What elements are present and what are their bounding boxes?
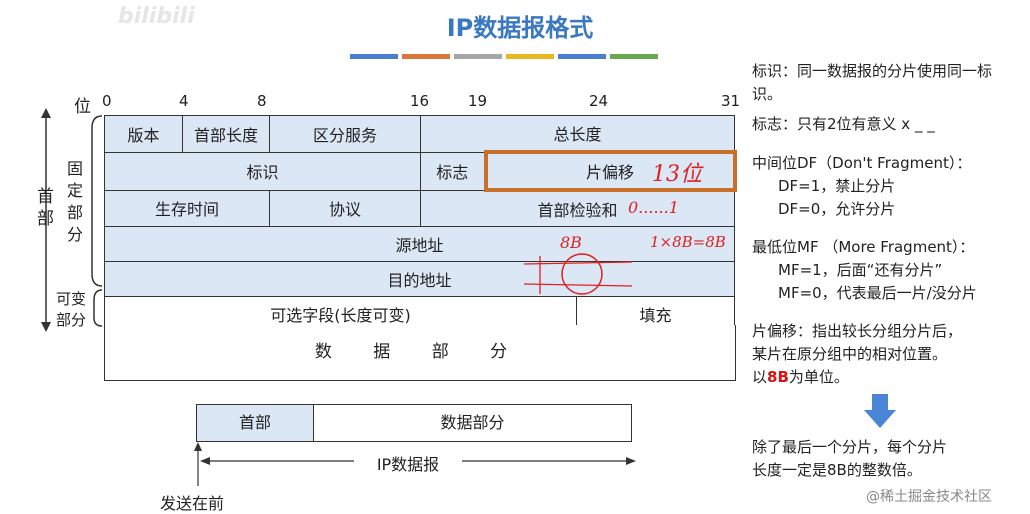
bit-label: 8 — [257, 92, 267, 110]
arrow-up-icon — [41, 108, 51, 118]
bit-label: 4 — [179, 92, 189, 110]
send-first-label: 发送在前 — [160, 494, 225, 513]
note-identification: 标识：同一数据报的分片使用同一标识。 — [752, 62, 993, 103]
arrow-left-icon — [200, 457, 210, 465]
page-title: IP数据报格式 — [446, 14, 594, 42]
field-header-length: 首部长度 — [182, 115, 270, 153]
fixed-brace — [91, 115, 103, 287]
data-part: 数 据 部 分 — [104, 325, 736, 381]
side-label-header: 首部 — [37, 187, 54, 229]
field-source-address: 源地址 — [103, 226, 736, 262]
field-total-length: 总长度 — [419, 115, 736, 153]
field-diff-services: 区分服务 — [269, 115, 421, 153]
note-mf0: MF=0，代表最后一片/没分片 — [778, 284, 977, 302]
color-bar — [454, 54, 502, 59]
bit-label: 16 — [410, 92, 430, 110]
fixed-char: 定 — [67, 181, 84, 200]
field-checksum: 首部检验和 — [419, 189, 736, 227]
note-conclusion-b: 长度一定是8B的整数倍。 — [752, 461, 922, 479]
side-label-variable: 可变部分 — [56, 290, 87, 329]
bit-label: 0 — [102, 92, 112, 110]
bit-label: 19 — [468, 92, 488, 110]
packet-label: IP数据报 — [376, 455, 440, 474]
field-flags: 标志 — [420, 151, 486, 191]
variable-brace — [93, 289, 103, 327]
handwritten-offset-note: 13位 — [652, 162, 702, 187]
note-offset-c: 以8B为单位。 — [752, 366, 849, 389]
offset-c-pre: 以 — [752, 368, 768, 386]
arrow-right-icon — [626, 457, 636, 465]
fixed-char: 固 — [67, 159, 84, 178]
field-ttl: 生存时间 — [104, 189, 270, 227]
packet-header-box: 首部 — [196, 404, 314, 442]
note-df1: DF=1，禁止分片 — [778, 177, 896, 195]
color-bar — [402, 54, 450, 59]
side-brackets — [41, 108, 103, 332]
note-df0: DF=0，允许分片 — [778, 200, 896, 218]
fixed-char: 部 — [67, 203, 84, 222]
note-df-title: 中间位DF（Don't Fragment）： — [752, 154, 972, 172]
watermark-bottom: @稀土掘金技术社区 — [866, 489, 992, 505]
note-offset-b: 某片在原分组中的相对位置。 — [752, 345, 948, 363]
handwritten-scribble — [523, 253, 633, 295]
side-label-fixed: 固 定 部 分 — [67, 158, 85, 246]
note-conclusion-a: 除了最后一个分片，每个分片 — [752, 438, 948, 456]
note-mf-title: 最低位MF （More Fragment）： — [752, 238, 975, 256]
handwritten-calc-note: 1×8B=8B — [650, 233, 726, 251]
field-protocol: 协议 — [269, 189, 421, 227]
field-identification: 标识 — [104, 151, 421, 191]
bit-label: 31 — [721, 92, 741, 110]
ip-header-table: 版本 首部长度 区分服务 总长度 标识 标志 片偏移 生存时间 协议 首部检验和… — [103, 115, 737, 332]
fixed-char: 分 — [67, 225, 84, 244]
handwritten-checksum-note: 0......1 — [628, 198, 679, 217]
handwritten-src-note: 8B — [560, 233, 582, 252]
bit-label: 24 — [589, 92, 609, 110]
watermark-top: bilibili — [118, 4, 195, 29]
color-bar — [610, 54, 658, 59]
arrow-down-icon — [41, 322, 51, 332]
note-offset-a: 片偏移：指出较长分组分片后， — [752, 322, 963, 340]
field-fragment-offset: 片偏移 — [483, 150, 737, 192]
color-bar — [506, 54, 554, 59]
packet-arrows — [194, 442, 636, 486]
color-bar — [558, 54, 606, 59]
bit-prefix: 位 — [74, 97, 91, 117]
note-flags: 标志：只有2位有意义 x _ _ — [752, 115, 935, 133]
offset-unit: 8B — [767, 368, 789, 386]
arrow-up-icon — [194, 442, 202, 451]
field-version: 版本 — [104, 115, 183, 153]
color-bar — [350, 54, 398, 59]
packet-data-box: 数据部分 — [313, 404, 632, 442]
offset-c-post: 为单位。 — [788, 368, 849, 386]
arrow-down-icon — [864, 394, 896, 428]
note-mf1: MF=1，后面“还有分片” — [778, 261, 943, 279]
field-dest-address: 目的地址 — [103, 261, 736, 297]
